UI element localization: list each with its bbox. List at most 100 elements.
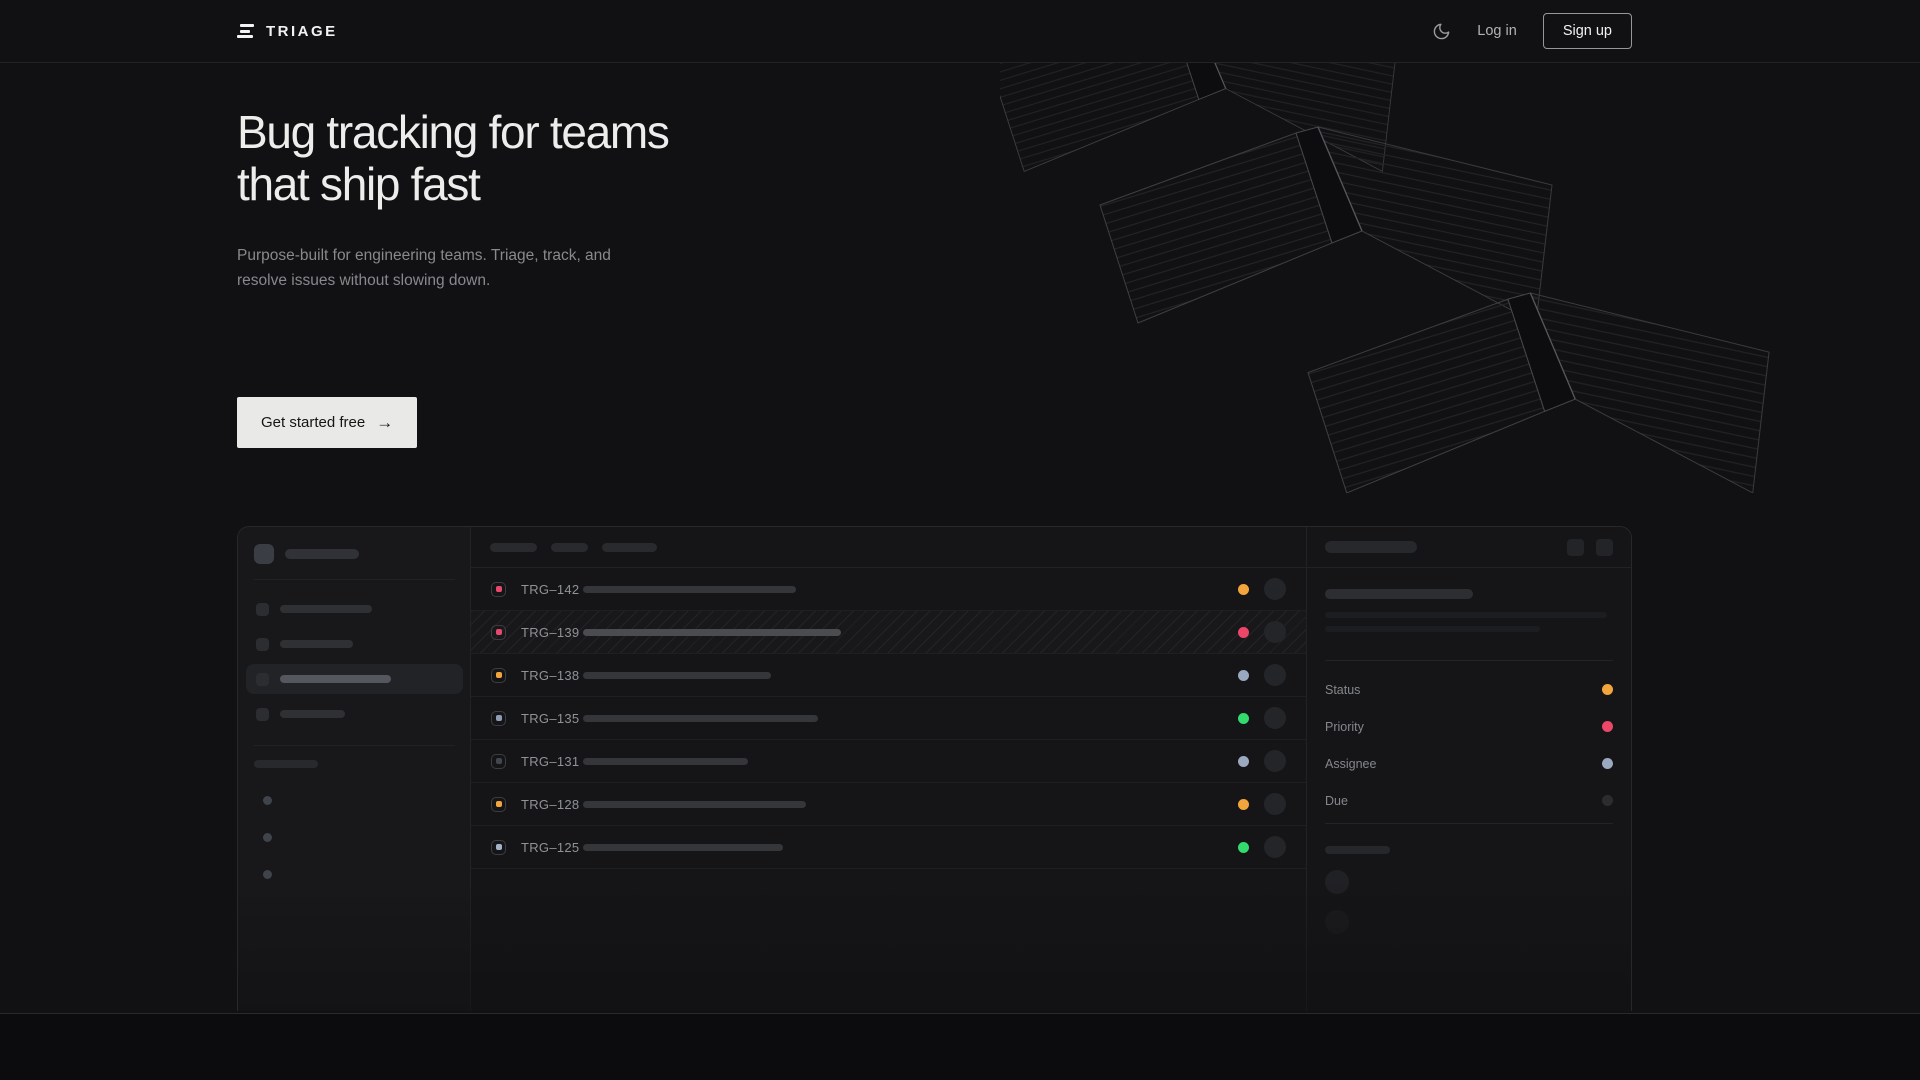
site-header: TRIAGE Log in Sign up bbox=[0, 0, 1920, 63]
issue-title-skeleton bbox=[583, 585, 796, 593]
get-started-button[interactable]: Get started free → bbox=[237, 397, 418, 449]
issue-row: TRG–142 bbox=[471, 568, 1306, 612]
nav-icon bbox=[256, 707, 269, 721]
mockup-nav-item bbox=[246, 629, 463, 659]
issue-id: TRG–125 bbox=[521, 839, 580, 855]
detail-action-button-skeleton bbox=[1596, 538, 1613, 556]
issue-type-dot bbox=[495, 844, 502, 851]
sidebar-dot bbox=[263, 796, 272, 806]
assignee-avatar bbox=[1264, 578, 1286, 601]
issue-type-icon bbox=[491, 839, 506, 855]
issue-type-icon bbox=[491, 710, 506, 726]
divider bbox=[1325, 660, 1613, 662]
status-dot bbox=[1238, 669, 1249, 681]
status-dot bbox=[1238, 841, 1249, 853]
assignee-avatar bbox=[1264, 836, 1286, 859]
issue-type-dot bbox=[495, 672, 502, 679]
hero-headline-line1: Bug tracking for teams bbox=[237, 106, 670, 158]
nav-label-skeleton bbox=[280, 605, 372, 614]
mockup-detail-toolbar bbox=[1307, 527, 1631, 569]
issue-row: TRG–138 bbox=[471, 654, 1306, 698]
mockup-nav-item bbox=[246, 699, 463, 729]
divider bbox=[254, 579, 455, 581]
issue-row-selected: TRG–139 bbox=[471, 611, 1306, 655]
hero-headline-line2: that ship fast bbox=[237, 157, 481, 210]
assignee-avatar bbox=[1264, 621, 1286, 644]
mockup-nav-item bbox=[246, 594, 463, 624]
nav-icon bbox=[256, 637, 269, 651]
issue-id: TRG–128 bbox=[521, 796, 580, 812]
mockup-detail-body: Status Priority Assignee Due bbox=[1307, 568, 1631, 935]
moon-icon bbox=[1432, 22, 1451, 41]
filter-pill-skeleton bbox=[551, 542, 588, 552]
field-value-dot bbox=[1602, 795, 1613, 807]
status-dot bbox=[1238, 626, 1249, 638]
issue-row: TRG–131 bbox=[471, 740, 1306, 784]
detail-fields: Status Priority Assignee Due bbox=[1325, 671, 1613, 819]
signup-button[interactable]: Sign up bbox=[1542, 13, 1632, 49]
status-dot bbox=[1238, 712, 1249, 724]
issue-row: TRG–135 bbox=[471, 697, 1306, 741]
detail-action-button-skeleton bbox=[1567, 538, 1584, 556]
divider bbox=[254, 745, 455, 747]
brand: TRIAGE bbox=[237, 23, 338, 40]
issue-title-skeleton bbox=[1325, 589, 1473, 600]
assignee-avatar bbox=[1264, 750, 1286, 773]
mockup-detail-panel: Status Priority Assignee Due bbox=[1307, 527, 1631, 1012]
field-label: Priority bbox=[1325, 719, 1364, 734]
get-started-label: Get started free bbox=[261, 414, 366, 432]
sidebar-dot bbox=[263, 833, 272, 843]
issue-id: TRG–142 bbox=[521, 581, 580, 597]
status-dot bbox=[1238, 798, 1249, 810]
field-value-dot bbox=[1602, 721, 1613, 733]
workspace-name-skeleton bbox=[285, 548, 359, 559]
field-row: Priority bbox=[1325, 708, 1613, 745]
issue-title-skeleton bbox=[583, 628, 841, 636]
arrow-right-icon: → bbox=[376, 413, 394, 433]
nav-label-skeleton bbox=[280, 640, 353, 649]
hero-subtitle-line1: Purpose-built for engineering teams. Tri… bbox=[237, 246, 611, 264]
assignee-avatar bbox=[1264, 707, 1286, 730]
assignee-avatar bbox=[1264, 664, 1286, 687]
issue-type-icon bbox=[491, 667, 506, 683]
hero-subtitle: Purpose-built for engineering teams. Tri… bbox=[237, 243, 1632, 293]
nav-label-skeleton bbox=[280, 675, 391, 684]
assignee-avatar bbox=[1264, 793, 1286, 816]
issue-id: TRG–131 bbox=[521, 753, 580, 769]
field-row: Status bbox=[1325, 671, 1613, 708]
app-mockup: TRG–142 TRG–139 TRG–138 bbox=[237, 526, 1632, 1012]
issue-type-icon bbox=[491, 753, 506, 769]
comment-avatar-skeleton bbox=[1325, 870, 1349, 895]
brand-name: TRIAGE bbox=[266, 22, 338, 40]
mockup-list-toolbar bbox=[471, 527, 1306, 569]
field-row: Assignee bbox=[1325, 745, 1613, 782]
filter-pill-skeleton bbox=[490, 542, 537, 552]
issue-type-icon bbox=[491, 796, 506, 812]
nav-icon bbox=[256, 602, 269, 616]
field-label: Status bbox=[1325, 682, 1361, 697]
issue-type-icon bbox=[491, 624, 506, 640]
issue-title-skeleton bbox=[583, 757, 748, 765]
issue-row: TRG–125 bbox=[471, 826, 1306, 870]
issue-id: TRG–139 bbox=[521, 624, 580, 640]
logo-icon bbox=[237, 24, 254, 38]
status-dot bbox=[1238, 755, 1249, 767]
issue-type-dot bbox=[495, 586, 502, 593]
mockup-nav-item-active bbox=[246, 664, 463, 695]
theme-toggle-button[interactable] bbox=[1432, 22, 1451, 41]
status-dot bbox=[1238, 583, 1249, 595]
divider bbox=[1325, 823, 1613, 825]
field-label: Assignee bbox=[1325, 756, 1377, 771]
field-value-dot bbox=[1602, 758, 1613, 770]
footer-section bbox=[0, 1013, 1920, 1080]
field-label: Due bbox=[1325, 793, 1348, 808]
issue-type-icon bbox=[491, 581, 506, 597]
issue-title-skeleton bbox=[583, 714, 818, 722]
login-link[interactable]: Log in bbox=[1477, 23, 1517, 39]
issue-type-dot bbox=[495, 629, 502, 636]
hero-subtitle-line2: resolve issues without slowing down. bbox=[237, 272, 491, 290]
issue-type-dot bbox=[495, 758, 502, 765]
issue-id: TRG–135 bbox=[521, 710, 580, 726]
issue-title-skeleton bbox=[583, 800, 806, 808]
issue-type-dot bbox=[495, 801, 502, 808]
